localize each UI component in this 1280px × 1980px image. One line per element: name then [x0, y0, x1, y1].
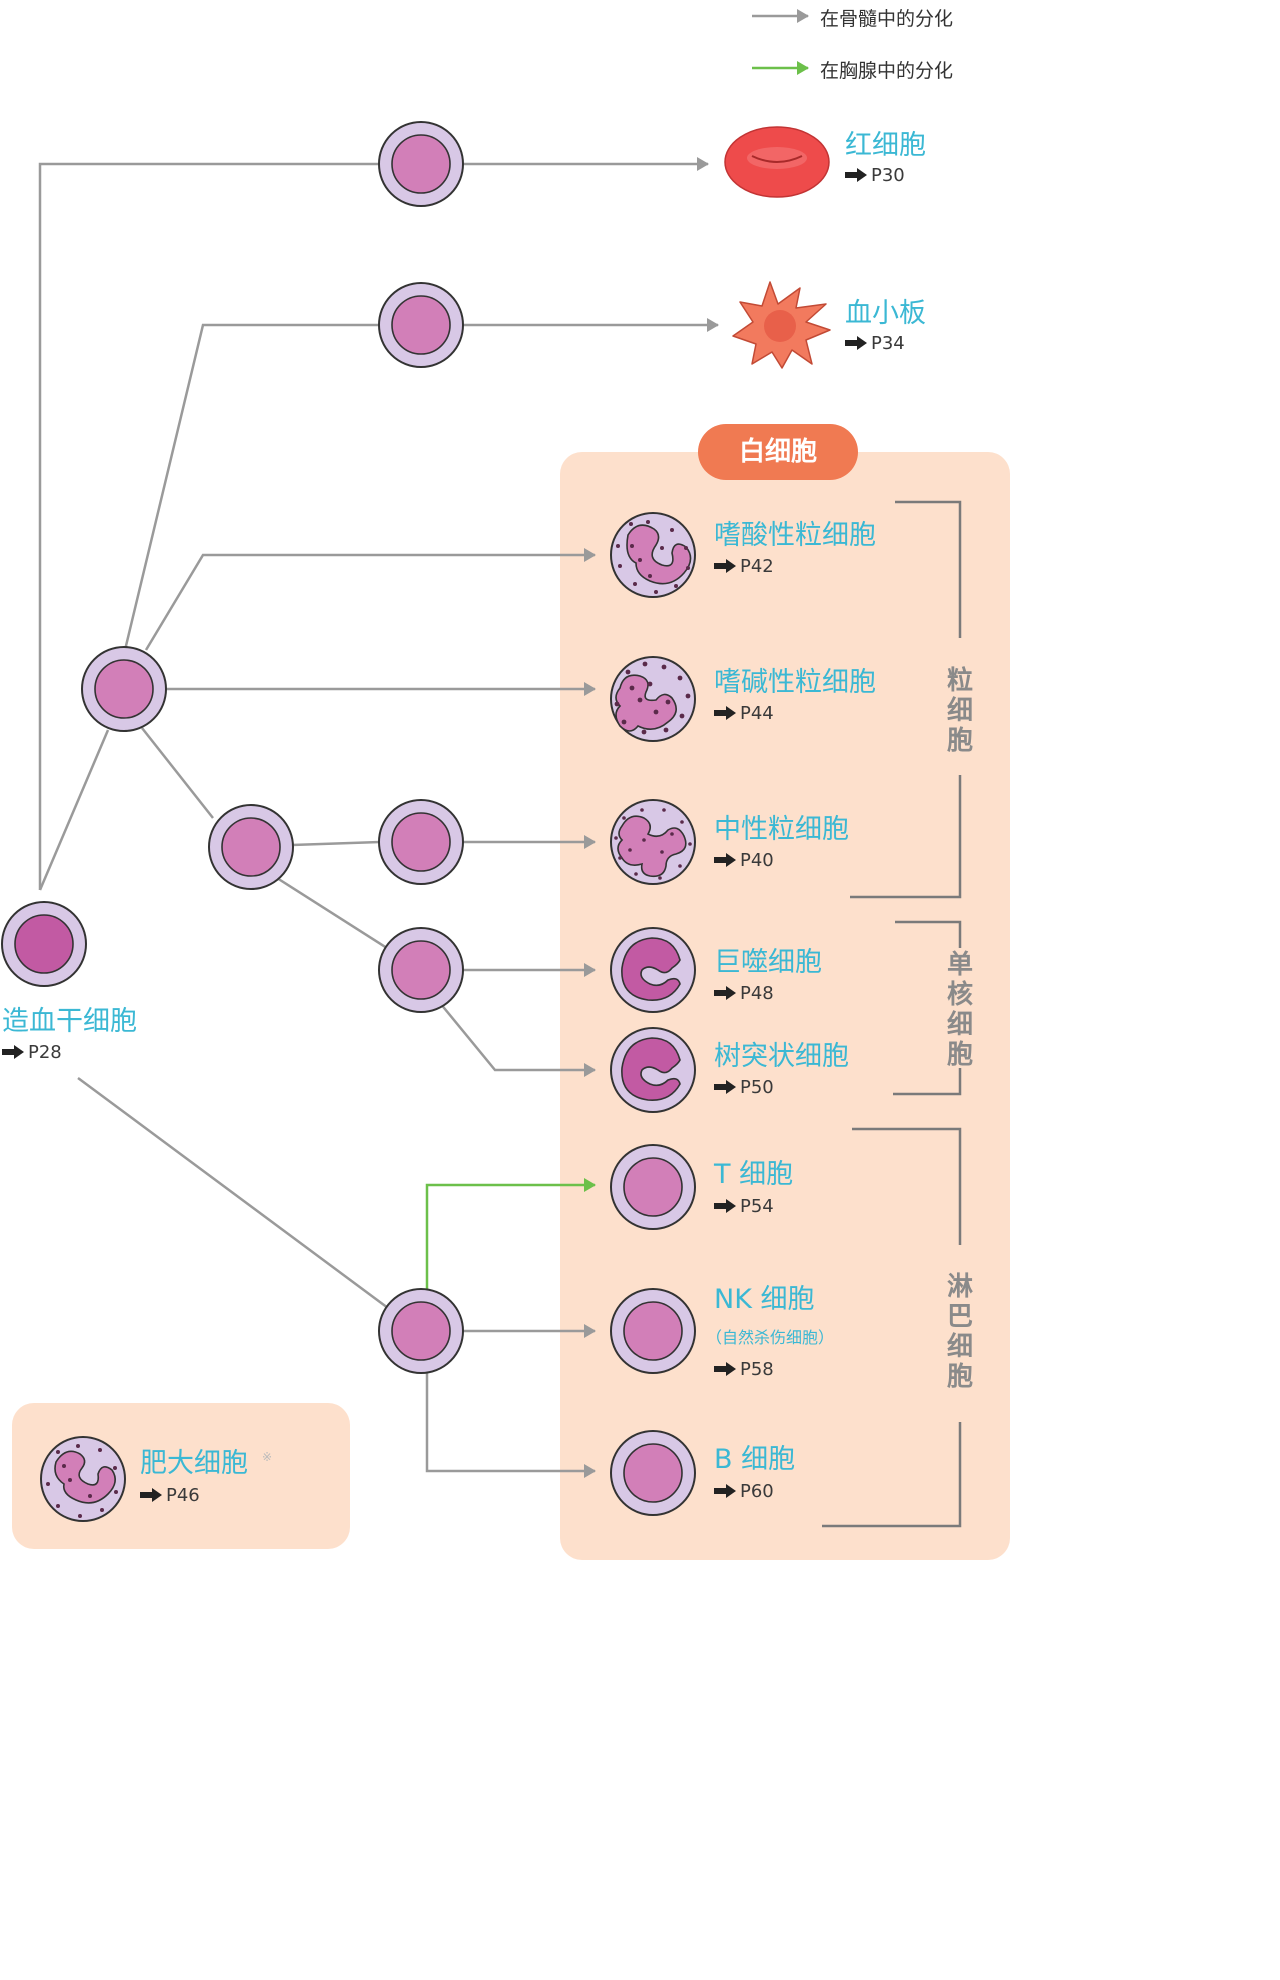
- page-arrow-icon: [2, 1045, 24, 1059]
- t-cell-label: T 细胞: [714, 1159, 794, 1190]
- page-arrow-icon: [140, 1488, 162, 1502]
- mast-cell-icon: [40, 1436, 126, 1522]
- platelet-icon: [732, 281, 831, 369]
- b-cell-label: B 细胞: [714, 1444, 796, 1475]
- legend-bone-marrow-label: 在骨髓中的分化: [820, 8, 954, 30]
- page-arrow-icon: [714, 1484, 736, 1498]
- macrophage-label: 巨噬细胞: [714, 947, 822, 978]
- stem-cell-label: 造血干细胞: [2, 1006, 137, 1037]
- white-cell-badge: 白细胞: [698, 424, 858, 480]
- platelet-ref: P34: [845, 334, 905, 354]
- nk-cell-ref: P58: [714, 1360, 774, 1380]
- eosinophil-label: 嗜酸性粒细胞: [714, 520, 876, 551]
- neutrophil-ref: P40: [714, 851, 774, 871]
- red-progenitor-cell: [378, 121, 464, 207]
- dendritic-ref: P50: [714, 1078, 774, 1098]
- neutrophil-icon: [610, 799, 696, 885]
- granulocyte-group-label: 粒细胞: [946, 666, 973, 756]
- stem-cell-icon: [1, 901, 87, 987]
- macrophage-ref: P48: [714, 984, 774, 1004]
- page-arrow-icon: [714, 986, 736, 1000]
- stem-cell-ref: P28: [2, 1043, 62, 1063]
- lymphoid-progenitor-cell: [378, 1288, 464, 1374]
- eosinophil-ref: P42: [714, 557, 774, 577]
- legend-thymus-label: 在胸腺中的分化: [820, 60, 954, 82]
- myeloid-progenitor-cell: [81, 646, 167, 732]
- mast-cell-note-mark: ※: [262, 1450, 273, 1464]
- basophil-ref: P44: [714, 704, 774, 724]
- macrophage-icon: [610, 927, 696, 1013]
- page-arrow-icon: [845, 168, 867, 182]
- granulocyte-monocyte-progenitor-cell: [208, 804, 294, 890]
- progenitor-cells: [1, 121, 464, 1374]
- page-arrow-icon: [714, 1199, 736, 1213]
- eosinophil-icon: [610, 512, 696, 598]
- differentiation-lines: [38, 157, 719, 1478]
- page-arrow-icon: [714, 559, 736, 573]
- neutrophil-progenitor-cell: [378, 799, 464, 885]
- thymus-line: [425, 1178, 596, 1290]
- nk-cell-subtitle: （自然杀伤细胞）: [706, 1328, 835, 1347]
- platelet-label: 血小板: [845, 298, 926, 329]
- mast-cell-label: 肥大细胞: [140, 1448, 248, 1479]
- lymphocyte-group-label: 淋巴细胞: [946, 1272, 973, 1392]
- red-blood-cell-icon: [724, 126, 830, 198]
- dendritic-label: 树突状细胞: [714, 1041, 849, 1072]
- b-cell-ref: P60: [714, 1482, 774, 1502]
- t-cell-ref: P54: [714, 1197, 774, 1217]
- white-cell-panel: [560, 452, 1010, 1560]
- neutrophil-label: 中性粒细胞: [714, 814, 849, 845]
- platelet-progenitor-cell: [378, 282, 464, 368]
- b-cell-icon: [610, 1430, 696, 1516]
- group-brackets: [822, 500, 962, 1528]
- red-cell-label: 红细胞: [845, 130, 926, 161]
- basophil-icon: [610, 656, 696, 742]
- basophil-label: 嗜碱性粒细胞: [714, 667, 876, 698]
- monocyte-group-label: 单核细胞: [946, 950, 973, 1070]
- nk-cell-label: NK 细胞: [714, 1284, 815, 1315]
- page-arrow-icon: [714, 853, 736, 867]
- dendritic-cell-icon: [610, 1027, 696, 1113]
- nk-cell-icon: [610, 1288, 696, 1374]
- mast-cell-ref: P46: [140, 1486, 200, 1506]
- t-cell-icon: [610, 1144, 696, 1230]
- page-arrow-icon: [714, 1362, 736, 1376]
- monocyte-progenitor-cell: [378, 927, 464, 1013]
- page-arrow-icon: [714, 1080, 736, 1094]
- page-arrow-icon: [714, 706, 736, 720]
- red-cell-ref: P30: [845, 166, 905, 186]
- page-arrow-icon: [845, 336, 867, 350]
